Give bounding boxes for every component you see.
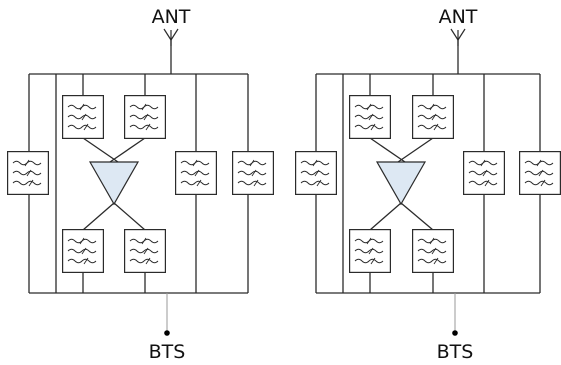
filter-icon [412,95,454,139]
filter-icon [62,229,104,273]
amplifier-icon [375,161,427,206]
antenna-icon [450,28,466,46]
antenna-icon [163,28,179,46]
filter-icon [349,229,391,273]
connection-dot [164,330,170,336]
filter-icon [519,151,561,195]
filter-icon [124,95,166,139]
bts-label: BTS [437,341,474,363]
amplifier-icon [88,161,140,206]
diagram-left: ANT BTS [7,6,274,363]
diagram-right: ANT BTS [295,6,561,363]
filter-icon [7,151,49,195]
antenna-label: ANT [152,6,191,28]
filter-icon [412,229,454,273]
filter-icon [349,95,391,139]
filter-icon [175,151,217,195]
filter-icon [62,95,104,139]
filter-icon [124,229,166,273]
connection-dot [452,330,458,336]
filter-icon [295,151,337,195]
antenna-label: ANT [439,6,478,28]
filter-icon [232,151,274,195]
filter-icon [463,151,505,195]
bts-label: BTS [149,341,186,363]
